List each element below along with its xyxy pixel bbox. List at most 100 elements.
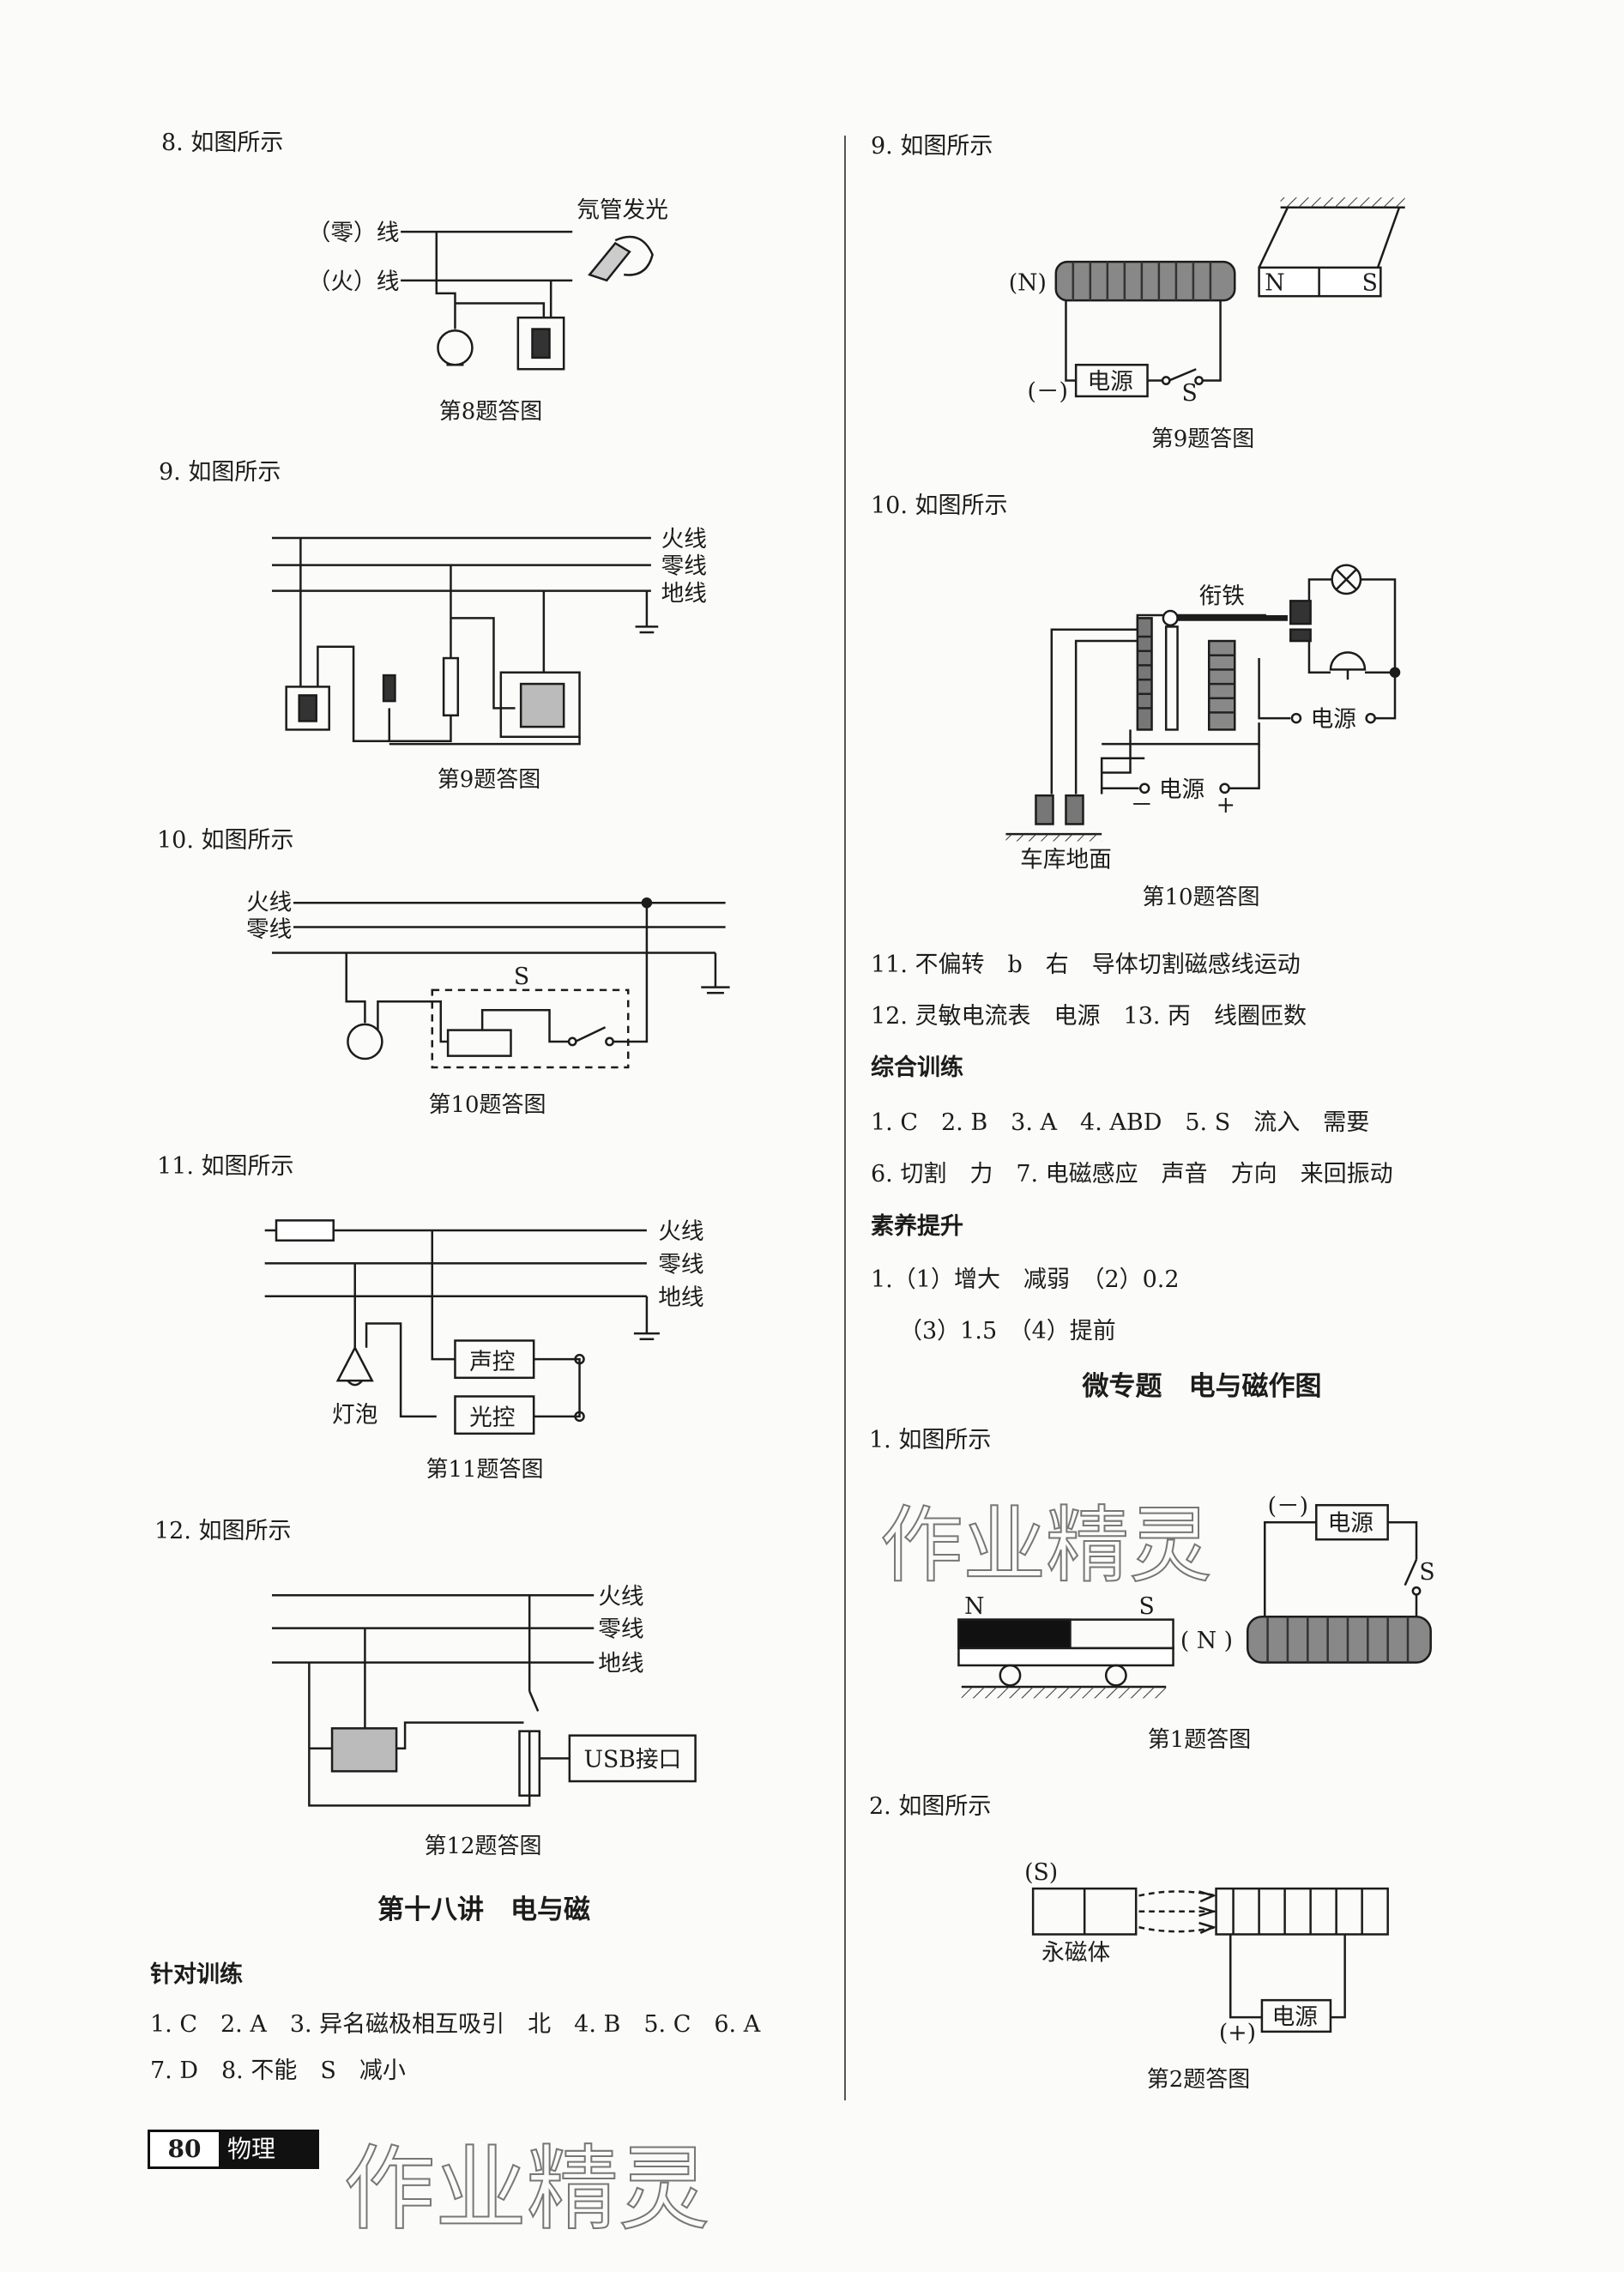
svg-text:衔铁: 衔铁 (1199, 583, 1245, 610)
page-number: 80 (150, 2132, 219, 2166)
q10-label: 10. 如图所示 (157, 827, 294, 854)
m2-caption: 第2题答图 (1146, 2067, 1251, 2093)
test-pen-icon (588, 241, 631, 282)
micro-topic-title: 微专题 电与磁作图 (1082, 1371, 1322, 1402)
q9-caption: 第9题答图 (437, 767, 541, 793)
bulb-icon (437, 329, 474, 366)
svg-text:电源: 电源 (1272, 2004, 1318, 2031)
q12-diagram: 火线 零线 地线 USB接口 (272, 1583, 697, 1807)
svg-text:零线: 零线 (246, 916, 292, 943)
answer-line: 6. 切割 力 7. 电磁感应 声音 方向 来回振动 (871, 1161, 1393, 1187)
answer-line: 7. D 8. 不能 S 减小 (150, 2057, 406, 2084)
svg-text:光控: 光控 (469, 1405, 515, 1431)
svg-text:N: N (964, 1593, 984, 1620)
socket-icon (499, 671, 581, 739)
bulb-icon (347, 1023, 383, 1060)
m2-diagram: (S) 永磁体 电源 (+) (1024, 1859, 1389, 2046)
svg-text:零线: 零线 (661, 553, 707, 580)
svg-text:S: S (1182, 380, 1198, 407)
svg-text:声控: 声控 (469, 1349, 515, 1375)
svg-text:(－): (－) (1027, 378, 1067, 405)
r-q9-caption: 第9题答图 (1150, 426, 1255, 452)
svg-text:S: S (514, 964, 529, 990)
q10-diagram: 火线 零线 S (246, 890, 730, 1069)
svg-text:地线: 地线 (658, 1284, 703, 1311)
svg-text:火线: 火线 (661, 526, 707, 553)
svg-text:零线: 零线 (658, 1251, 703, 1278)
svg-text:永磁体: 永磁体 (1041, 1939, 1110, 1966)
switch-icon (516, 316, 565, 371)
section-heading-comprehensive: 综合训练 (871, 1054, 963, 1081)
svg-text:作业精灵: 作业精灵 (880, 1496, 1212, 1593)
fuse-icon (275, 1219, 335, 1242)
answer-line: 12. 灵敏电流表 电源 13. 丙 线圈匝数 (871, 1003, 1307, 1030)
answer-line: 1. C 2. A 3. 异名磁极相互吸引 北 4. B 5. C 6. A (150, 2011, 761, 2038)
switch-box (431, 988, 630, 1069)
m1-diagram: (－) 电源 S N S ( N ) (957, 1493, 1435, 1699)
svg-text:N: N (1265, 270, 1284, 297)
svg-text:(S): (S) (1024, 1859, 1058, 1886)
answer-line: 1. C 2. B 3. A 4. ABD 5. S 流入 需要 (871, 1109, 1370, 1136)
q8-label: 8. 如图所示 (161, 130, 284, 156)
svg-text:地线: 地线 (661, 580, 707, 607)
subject-label: 物理 (219, 2132, 317, 2166)
svg-text:电源: 电源 (1328, 1510, 1373, 1537)
q12-caption: 第12题答图 (424, 1834, 542, 1859)
svg-text:－: － (1131, 792, 1154, 819)
solenoid-icon (1054, 260, 1236, 302)
q12-label: 12. 如图所示 (154, 1518, 292, 1544)
q11-diagram: 火线 零线 地线 声控 光控 灯泡 (264, 1218, 704, 1435)
q11-caption: 第11题答图 (426, 1457, 544, 1483)
svg-text:灯泡: 灯泡 (332, 1402, 377, 1429)
q9-label: 9. 如图所示 (159, 459, 281, 486)
svg-text:作业精灵: 作业精灵 (343, 2136, 709, 2243)
svg-text:+: + (1216, 792, 1235, 819)
column-divider (844, 136, 846, 2100)
fuse-icon (442, 656, 460, 717)
svg-text:(N): (N) (1009, 270, 1047, 297)
answer-line: 11. 不偏转 b 右 导体切割磁感线运动 (871, 952, 1301, 978)
chapter-title: 第十八讲 电与磁 (377, 1894, 590, 1925)
watermark: 作业精灵 作业精灵 (342, 1496, 1212, 2244)
m2-label: 2. 如图所示 (869, 1793, 992, 1820)
svg-text:地线: 地线 (598, 1651, 643, 1677)
svg-text:电源: 电源 (1087, 369, 1132, 396)
svg-text:(－): (－) (1268, 1493, 1308, 1520)
q9-diagram: 火线 零线 地线 (272, 526, 707, 746)
r-q9-label: 9. 如图所示 (871, 133, 993, 160)
svg-text:电源: 电源 (1159, 776, 1204, 803)
svg-text:(+): (+) (1219, 2020, 1256, 2046)
svg-text:火线: 火线 (246, 890, 292, 916)
q10-caption: 第10题答图 (428, 1092, 546, 1118)
svg-text:火线: 火线 (598, 1583, 643, 1610)
switch-icon (285, 686, 330, 731)
svg-text:火线: 火线 (658, 1218, 703, 1245)
resistor-icon (446, 1029, 512, 1057)
m1-caption: 第1题答图 (1147, 1727, 1252, 1753)
m1-label: 1. 如图所示 (869, 1427, 992, 1453)
svg-text:车库地面: 车库地面 (1020, 847, 1112, 873)
r-q10-diagram: 衔铁 电源 电源 － + 车库地面 (1005, 564, 1401, 873)
page-footer: 80 物理 (148, 2130, 319, 2169)
socket-icon (330, 1727, 398, 1773)
bell-icon (1329, 651, 1367, 671)
lamp-icon (335, 1345, 374, 1382)
r-q9-diagram: (N) N S 电源 (－) S (1009, 197, 1405, 407)
bulb-icon (382, 674, 396, 703)
svg-text:S: S (1139, 1593, 1155, 1620)
section-heading-targeted: 针对训练 (150, 1961, 243, 1988)
q8-diagram: （零）线 （火）线 氖管发光 (308, 196, 668, 371)
svg-text:零线: 零线 (598, 1616, 643, 1643)
q11-label: 11. 如图所示 (157, 1153, 294, 1180)
svg-text:USB接口: USB接口 (584, 1746, 682, 1773)
neutral-label: （零）线 (308, 220, 400, 246)
section-heading-literacy: 素养提升 (871, 1213, 963, 1240)
q8-caption: 第8题答图 (438, 399, 543, 425)
live-label: （火）线 (308, 269, 400, 295)
r-q10-caption: 第10题答图 (1142, 885, 1260, 910)
svg-text:电源: 电源 (1311, 706, 1356, 733)
svg-text:S: S (1419, 1559, 1434, 1586)
answer-line: （3）1.5 （4）提前 (899, 1318, 1116, 1344)
tester-label: 氖管发光 (577, 196, 668, 223)
